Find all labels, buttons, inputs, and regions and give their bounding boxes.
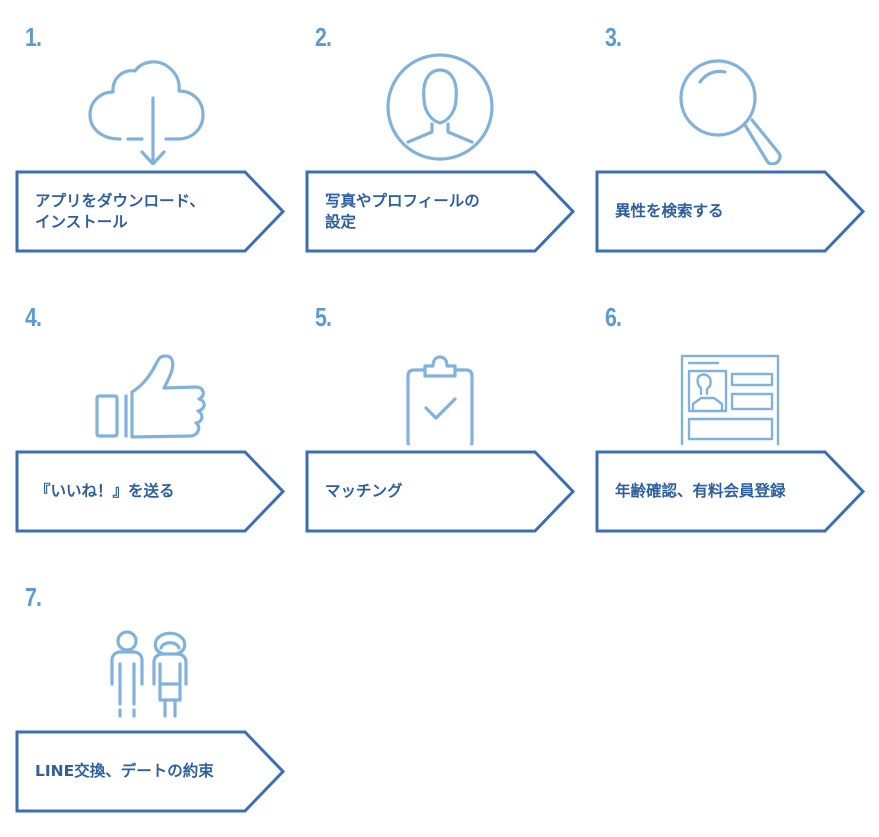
id-card-icon bbox=[660, 320, 800, 445]
step-number: 5. bbox=[315, 302, 332, 332]
step-number: 4. bbox=[25, 302, 42, 332]
step-label: 『いいね！』を送る bbox=[35, 482, 175, 500]
step-number: 2. bbox=[315, 22, 332, 52]
step-1: 1. アプリをダウンロード、 インストール bbox=[15, 10, 285, 272]
step-number: 1. bbox=[25, 22, 42, 52]
step-arrow: 写真やプロフィールの 設定 bbox=[305, 170, 575, 253]
couple-icon bbox=[80, 600, 220, 725]
user-profile-icon bbox=[370, 40, 510, 165]
step-arrow: 異性を検索する bbox=[595, 170, 865, 253]
step-2: 2. 写真やプロフィールの 設定 bbox=[305, 10, 575, 272]
step-arrow: 年齢確認、有料会員登録 bbox=[595, 450, 865, 533]
magnifier-icon bbox=[660, 40, 800, 165]
step-number: 6. bbox=[605, 302, 622, 332]
step-label: マッチング bbox=[325, 482, 403, 500]
step-number: 7. bbox=[25, 582, 42, 612]
step-label: 写真やプロフィールの 設定 bbox=[325, 191, 480, 231]
step-label: LINE交換、デートの約束 bbox=[35, 762, 214, 780]
step-label: アプリをダウンロード、 インストール bbox=[35, 191, 205, 231]
step-arrow: 『いいね！』を送る bbox=[15, 450, 285, 533]
step-arrow: LINE交換、デートの約束 bbox=[15, 730, 285, 813]
thumbs-up-icon bbox=[80, 320, 220, 445]
step-label: 異性を検索する bbox=[615, 202, 724, 220]
step-6: 6. 年齢確認、有料会員登録 bbox=[595, 290, 865, 552]
clipboard-check-icon bbox=[370, 320, 510, 445]
step-arrow: アプリをダウンロード、 インストール bbox=[15, 170, 285, 253]
step-number: 3. bbox=[605, 22, 622, 52]
step-4: 4. 『いいね！』を送る bbox=[15, 290, 285, 552]
step-arrow: マッチング bbox=[305, 450, 575, 533]
cloud-download-icon bbox=[80, 40, 220, 165]
step-5: 5. マッチング bbox=[305, 290, 575, 552]
step-label: 年齢確認、有料会員登録 bbox=[615, 482, 786, 500]
step-7: 7. LINE交換、デートの約束 bbox=[15, 570, 285, 832]
step-3: 3. 異性を検索する bbox=[595, 10, 865, 272]
